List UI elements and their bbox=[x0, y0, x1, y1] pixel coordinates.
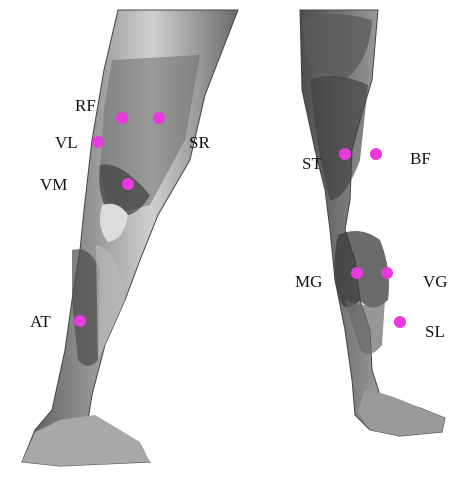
back-leg-silhouette bbox=[300, 10, 445, 436]
marker-sr bbox=[153, 112, 165, 124]
label-vm: VM bbox=[40, 176, 67, 193]
label-sl: SL bbox=[425, 323, 445, 340]
label-st: ST bbox=[302, 155, 322, 172]
marker-rf bbox=[116, 112, 128, 124]
label-mg: MG bbox=[295, 273, 322, 290]
back-leg bbox=[300, 10, 445, 436]
marker-bf bbox=[370, 148, 382, 160]
marker-vl bbox=[92, 136, 104, 148]
label-bf: BF bbox=[410, 150, 431, 167]
back-heel bbox=[358, 390, 445, 436]
label-sr: SR bbox=[189, 134, 210, 151]
back-hamstrings bbox=[310, 76, 368, 200]
label-vg: VG bbox=[423, 273, 448, 290]
label-vl: VL bbox=[55, 134, 78, 151]
marker-mg bbox=[351, 267, 363, 279]
front-leg bbox=[22, 10, 238, 466]
marker-sl bbox=[394, 316, 406, 328]
label-at: AT bbox=[30, 313, 51, 330]
marker-vm bbox=[122, 178, 134, 190]
label-rf: RF bbox=[75, 97, 96, 114]
marker-st bbox=[339, 148, 351, 160]
marker-vg bbox=[381, 267, 393, 279]
marker-at bbox=[74, 315, 86, 327]
